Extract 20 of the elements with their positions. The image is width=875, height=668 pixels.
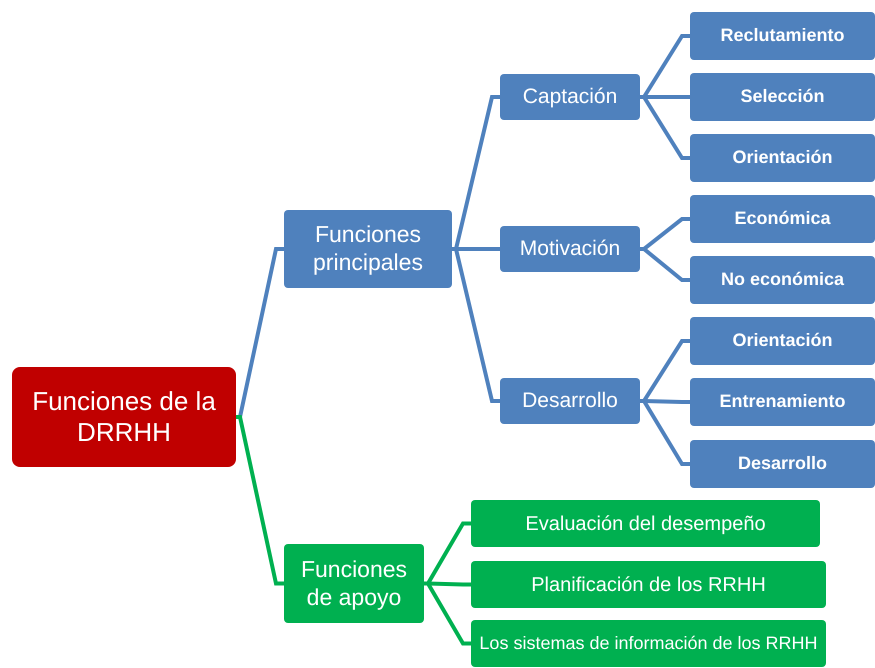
topic-box: Reclutamiento: [690, 12, 875, 60]
root-topic-box: Funciones de la DRRHH: [12, 367, 236, 467]
topic-box: Funciones principales: [284, 210, 452, 288]
connector-line: [236, 247, 284, 419]
topic-box: Motivación: [500, 226, 640, 272]
connector-line: [640, 247, 690, 282]
connector-line: [236, 415, 284, 586]
topic-box: Los sistemas de información de los RRHH: [471, 620, 826, 667]
topic-box: Orientación: [690, 134, 875, 182]
topic-box: No económica: [690, 256, 875, 304]
topic-box: Planificación de los RRHH: [471, 561, 826, 608]
topic-box: Entrenamiento: [690, 378, 875, 426]
topic-box: Económica: [690, 195, 875, 243]
topic-box: Desarrollo: [690, 440, 875, 488]
topic-box: Evaluación del desempeño: [471, 500, 820, 547]
topic-box: Captación: [500, 74, 640, 120]
topic-box: Funciones de apoyo: [284, 544, 424, 623]
topic-box: Desarrollo: [500, 378, 640, 424]
topic-box: Selección: [690, 73, 875, 121]
topic-box: Orientación: [690, 317, 875, 365]
